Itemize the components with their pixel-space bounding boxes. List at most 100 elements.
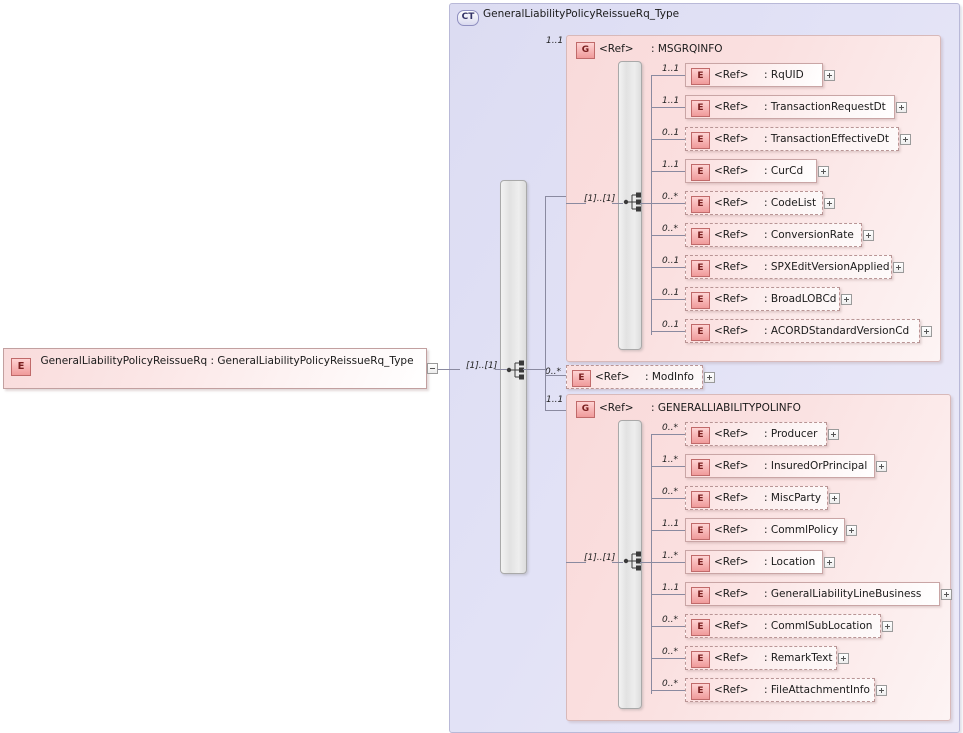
element-icon: E	[691, 651, 710, 668]
sequence-cardinality-msgrqinfo: [1]..[1]	[584, 194, 616, 204]
connector-line	[651, 658, 685, 659]
element-node-broadlobcd[interactable]: E <Ref> : BroadLOBCd	[685, 287, 840, 311]
element-name-label: : InsuredOrPrincipal	[764, 460, 868, 472]
expand-icon[interactable]	[921, 326, 932, 337]
element-node-producer[interactable]: E <Ref> : Producer	[685, 422, 827, 446]
expand-icon[interactable]	[896, 102, 907, 113]
element-node-conversionrate[interactable]: E <Ref> : ConversionRate	[685, 223, 862, 247]
expand-icon[interactable]	[704, 372, 715, 383]
element-name-label: : ACORDStandardVersionCd	[764, 325, 910, 337]
element-node-remarktext[interactable]: E <Ref> : RemarkText	[685, 646, 837, 670]
element-ref-label: <Ref>	[714, 325, 749, 337]
element-ref-label: <Ref>	[714, 293, 749, 305]
expand-icon[interactable]	[941, 589, 952, 600]
connector-line	[651, 299, 685, 300]
main-sequence-icon	[506, 360, 528, 380]
element-ref-label: <Ref>	[714, 524, 749, 536]
element-icon: E	[691, 292, 710, 309]
element-node-location[interactable]: E <Ref> : Location	[685, 550, 823, 574]
cardinality-label: 0..1	[662, 288, 680, 298]
expand-icon[interactable]	[863, 230, 874, 241]
expand-icon[interactable]	[876, 685, 887, 696]
connector-line	[545, 375, 566, 376]
element-node-curcd[interactable]: E <Ref> : CurCd	[685, 159, 817, 183]
expand-icon[interactable]	[838, 653, 849, 664]
element-icon: E	[691, 555, 710, 572]
element-ref-label: <Ref>	[714, 69, 749, 81]
element-icon: E	[691, 324, 710, 341]
connector-line	[651, 267, 685, 268]
element-icon: E	[11, 358, 31, 376]
expand-icon[interactable]	[846, 525, 857, 536]
element-node-transactionrequestdt[interactable]: E <Ref> : TransactionRequestDt	[685, 95, 895, 119]
element-node-spxeditversionapplied[interactable]: E <Ref> : SPXEditVersionApplied	[685, 255, 892, 279]
connector-line	[612, 562, 623, 563]
element-name-label: : CommlPolicy	[764, 524, 839, 536]
element-name-label: : TransactionEffectiveDt	[764, 133, 889, 145]
expand-icon[interactable]	[818, 166, 829, 177]
element-ref-label: <Ref>	[714, 684, 749, 696]
element-ref-label: <Ref>	[714, 620, 749, 632]
main-sequence-cardinality: [1]..[1]	[466, 361, 498, 371]
element-icon: E	[691, 587, 710, 604]
connector-line	[651, 235, 685, 236]
connector-line	[545, 410, 566, 411]
expand-icon[interactable]	[824, 70, 835, 81]
connector-line	[612, 203, 623, 204]
element-node-fileattachmentinfo[interactable]: E <Ref> : FileAttachmentInfo	[685, 678, 875, 702]
element-node-codelist[interactable]: E <Ref> : CodeList	[685, 191, 823, 215]
element-icon: E	[691, 260, 710, 277]
element-node-commlsublocation[interactable]: E <Ref> : CommlSubLocation	[685, 614, 881, 638]
connector-line	[651, 75, 685, 76]
element-name-label: : Location	[764, 556, 816, 568]
element-node-commlpolicy[interactable]: E <Ref> : CommlPolicy	[685, 518, 845, 542]
sequence-bar-msgrqinfo	[618, 61, 642, 350]
connector-line	[651, 434, 652, 694]
group-header-msgrqinfo[interactable]: G <Ref> : MSGRQINFO	[571, 39, 931, 61]
element-icon: E	[691, 132, 710, 149]
connector-line	[651, 139, 685, 140]
connector-line	[651, 466, 685, 467]
element-ref-label: <Ref>	[714, 428, 749, 440]
element-ref-label: <Ref>	[714, 556, 749, 568]
connector-line	[640, 562, 652, 563]
expand-icon[interactable]	[824, 557, 835, 568]
sequence-bar-generalliabilitypolinfo	[618, 420, 642, 709]
cardinality-label: 1..1	[546, 395, 564, 405]
element-node-insuredorprincipal[interactable]: E <Ref> : InsuredOrPrincipal	[685, 454, 875, 478]
collapse-icon[interactable]	[427, 363, 438, 374]
element-ref-label: <Ref>	[714, 229, 749, 241]
element-ref-label: <Ref>	[714, 197, 749, 209]
element-node-miscparty[interactable]: E <Ref> : MiscParty	[685, 486, 828, 510]
element-icon: E	[691, 196, 710, 213]
element-icon: E	[572, 370, 591, 387]
connector-line	[651, 530, 685, 531]
group-header-generalliabilitypolinfo[interactable]: G <Ref> : GENERALLIABILITYPOLINFO	[571, 398, 941, 420]
expand-icon[interactable]	[882, 621, 893, 632]
expand-icon[interactable]	[824, 198, 835, 209]
element-node-generalliabilitylinebusiness[interactable]: E <Ref> : GeneralLiabilityLineBusiness	[685, 582, 940, 606]
expand-icon[interactable]	[900, 134, 911, 145]
expand-icon[interactable]	[841, 294, 852, 305]
root-element-node[interactable]: E GeneralLiabilityPolicyReissueRq : Gene…	[3, 348, 427, 389]
element-icon: E	[691, 491, 710, 508]
group-icon: G	[576, 401, 595, 418]
connector-line	[651, 107, 685, 108]
element-name-label: : CommlSubLocation	[764, 620, 873, 632]
element-name-label: : ModInfo	[645, 371, 694, 383]
expand-icon[interactable]	[828, 429, 839, 440]
expand-icon[interactable]	[893, 262, 904, 273]
element-node-modinfo[interactable]: E <Ref> : ModInfo	[566, 365, 703, 389]
element-node-transactioneffectivedt[interactable]: E <Ref> : TransactionEffectiveDt	[685, 127, 899, 151]
connector-line	[495, 369, 507, 370]
element-node-rquid[interactable]: E <Ref> : RqUID	[685, 63, 823, 87]
group-ref-label: <Ref>	[599, 43, 634, 55]
expand-icon[interactable]	[829, 493, 840, 504]
cardinality-label: 1..1	[662, 519, 680, 529]
element-icon: E	[691, 459, 710, 476]
element-name-label: : RemarkText	[764, 652, 833, 664]
expand-icon[interactable]	[876, 461, 887, 472]
cardinality-label: 0..1	[662, 320, 680, 330]
element-node-acordstandardversioncd[interactable]: E <Ref> : ACORDStandardVersionCd	[685, 319, 920, 343]
cardinality-label: 0..*	[662, 423, 678, 433]
